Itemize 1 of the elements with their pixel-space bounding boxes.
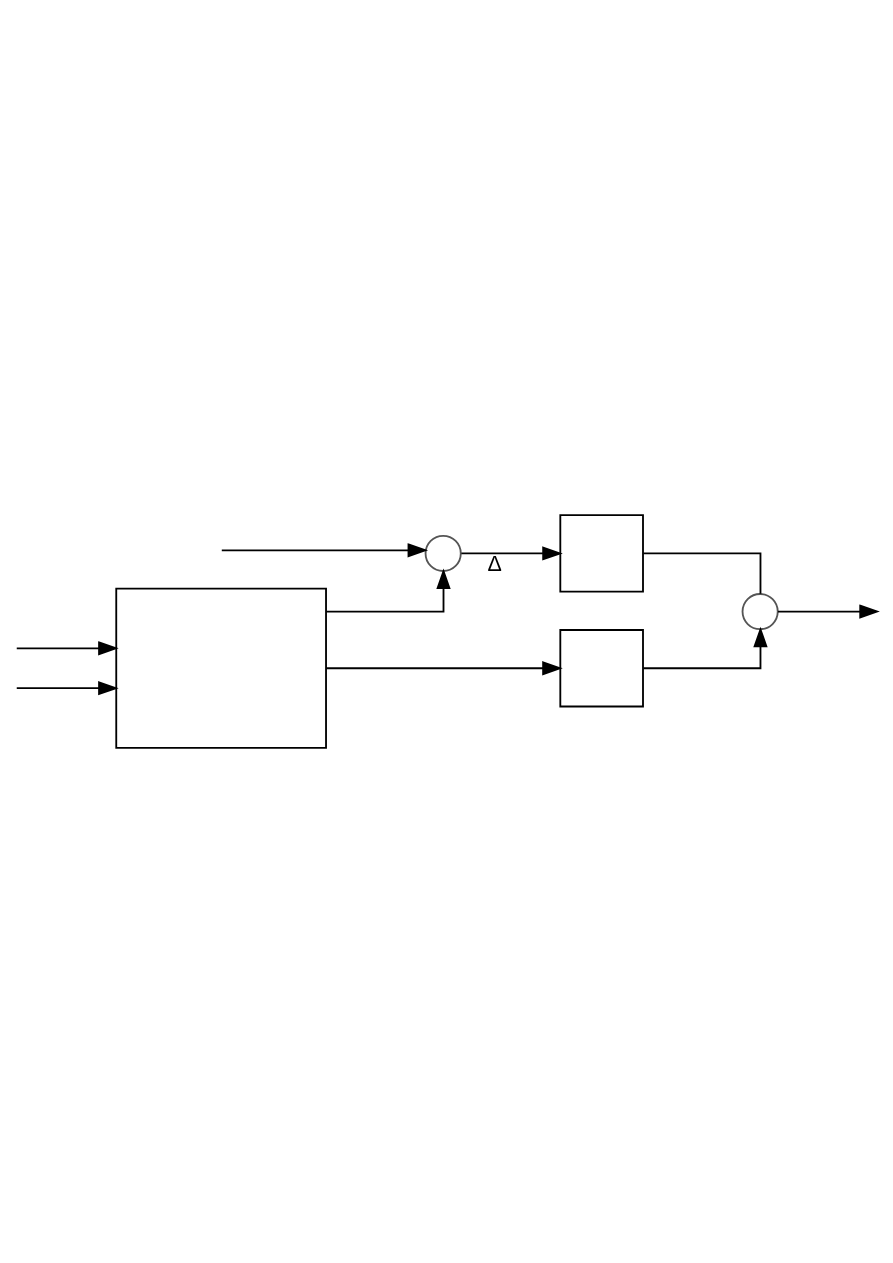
edge-label: Δ	[486, 551, 502, 576]
